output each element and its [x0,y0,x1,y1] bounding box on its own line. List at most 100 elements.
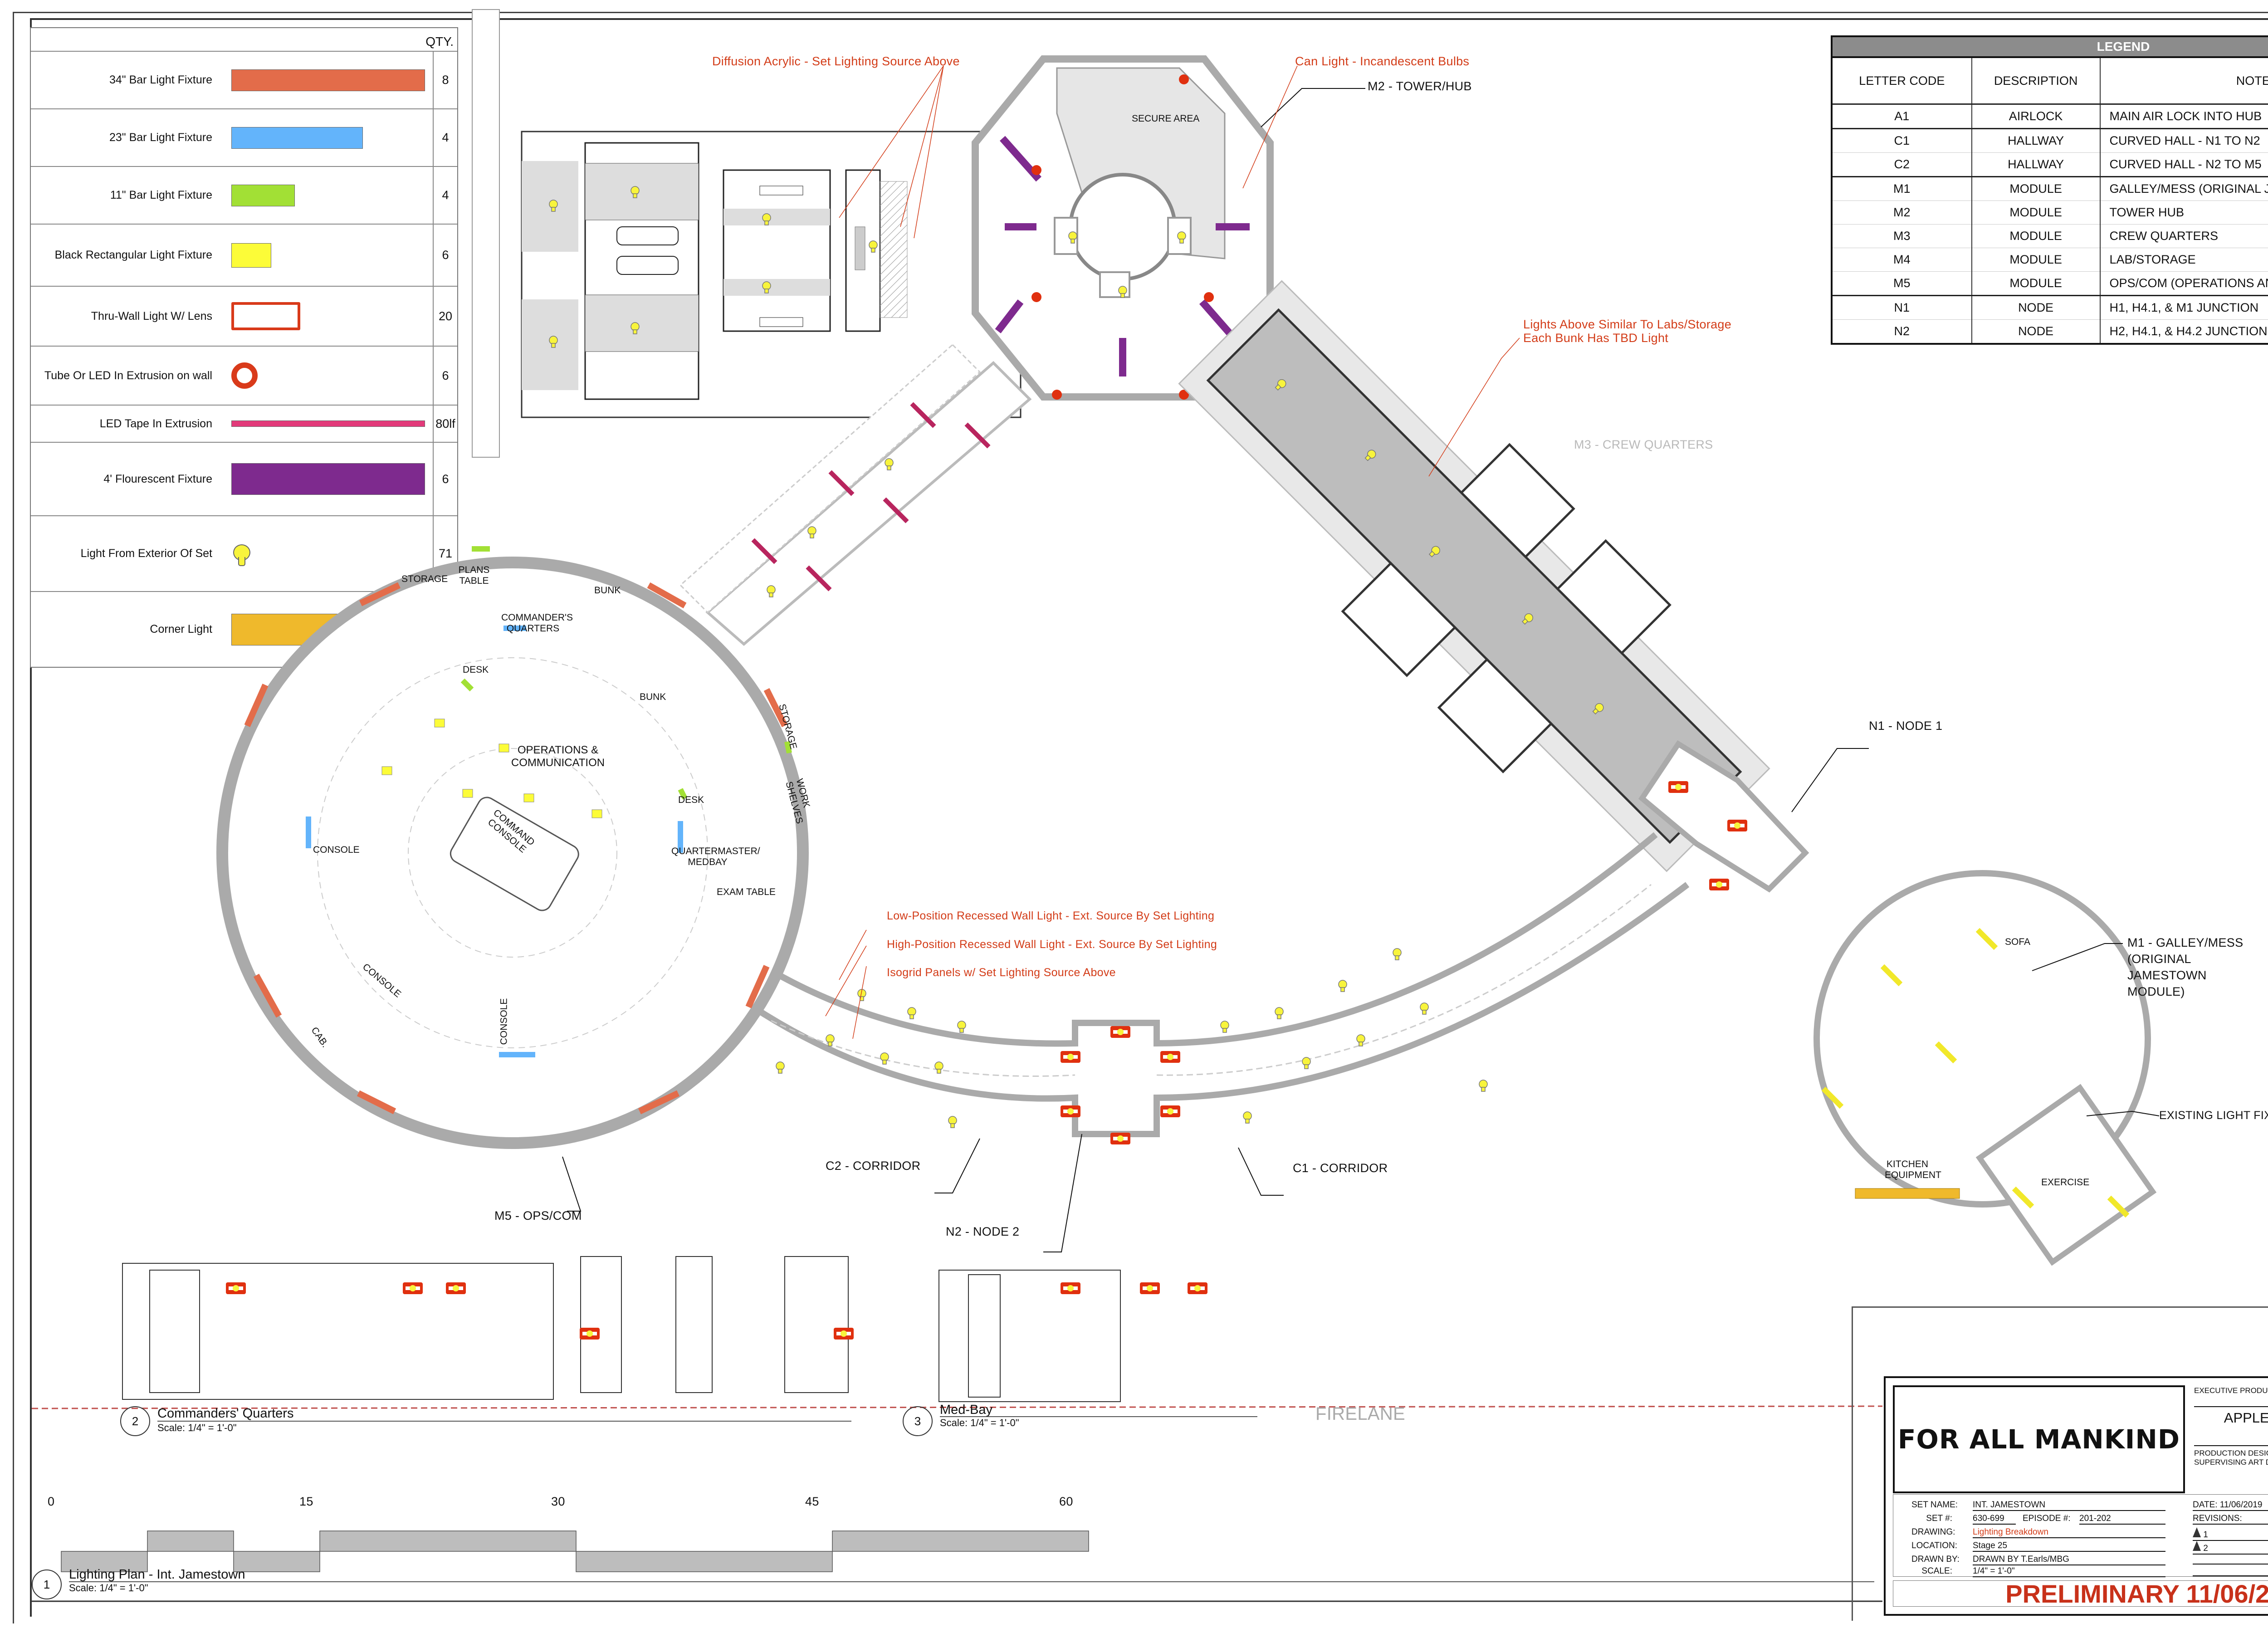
fixture-bar-icon [231,184,295,206]
label-m2-tower-hub: M2 - TOWER/HUB [1368,79,1472,93]
fixture-qty: 8 [433,52,457,108]
fixture-qty: 6 [433,225,457,286]
fixture-swatch [231,362,433,389]
detail-panel [472,9,500,458]
fixture-qty: 4 [433,109,457,166]
revision-number: 2 [2203,1544,2208,1553]
episode-value: 201-202 [2079,1514,2165,1525]
location-value: Stage 25 [1973,1541,2165,1552]
drawn-by-label: DRAWN BY: [1911,1555,1960,1564]
callout-crew-lights: Lights Above Similar To Labs/Storage Eac… [1523,318,1731,345]
title-block-fields: SET NAME: INT. JAMESTOWN SET #: 630-699 … [1893,1494,2268,1577]
legend-col-notes: NOTES [2099,57,2268,105]
label-m1-line1: M1 - GALLEY/MESS [2127,936,2244,949]
room-console-3: CONSOLE [499,998,509,1045]
exec-label: EXECUTIVE PRODUCERS: [2194,1386,2268,1395]
label-c1-corridor: C1 - CORRIDOR [1293,1161,1388,1175]
tower-hub-m2 [972,55,1274,401]
legend-cell-code: C2 [1832,152,1972,177]
label-n2-node: N2 - NODE 2 [946,1225,1020,1238]
fixture-label: Tube Or LED In Extrusion on wall [44,369,212,382]
callout-isogrid: Isogrid Panels w/ Set Lighting Source Ab… [887,966,1116,979]
room-exercise: EXERCISE [2041,1177,2090,1188]
sheet-border [30,18,2268,1617]
legend-cell-notes: LAB/STORAGE [2099,248,2268,272]
legend-cell-desc: AIRLOCK [1971,103,2100,129]
revision-number: 1 [2203,1530,2208,1540]
drawn-by-value: DRAWN BY T.Earls/MBG [1973,1555,2165,1565]
fixture-swatch [231,463,433,495]
set-num-label: SET #: [1926,1514,1952,1523]
view-number-badge: 3 [903,1406,933,1436]
legend-cell-code: M5 [1832,271,1972,296]
callout-crew-lights-line2: Each Bunk Has TBD Light [1523,331,1669,345]
legend-cell-notes: MAIN AIR LOCK INTO HUB [2099,103,2268,129]
fixture-swatch [231,541,433,567]
room-desk-2: DESK [678,795,704,805]
leader-lines [562,88,2160,1252]
fixture-swatch [231,127,433,149]
fixture-label: 4' Flourescent Fixture [103,472,212,485]
fixture-bar-icon [231,243,271,268]
legend-cell-notes: H1, H4.1, & M1 JUNCTION [2099,295,2268,320]
location-label: LOCATION: [1911,1541,1957,1550]
scale-label: SCALE: [1921,1566,1952,1576]
room-operations-communication: OPERATIONS & COMMUNICATION [511,744,605,769]
revision-triangle-icon [2193,1527,2201,1537]
drawing-label: DRAWING: [1911,1527,1955,1537]
room-exam-table: EXAM TABLE [717,887,776,897]
room-secure-area: SECURE AREA [1132,113,1200,124]
credits: EXECUTIVE PRODUCERS:RONALD D. MOORE / MA… [2194,1386,2268,1467]
fixture-qty: 4 [433,167,457,224]
fixture-bar-icon [231,69,425,91]
label-firelane: FIRELANE [1315,1404,1406,1424]
legend-cell-code: M4 [1832,248,1972,272]
label-m1-line3: JAMESTOWN [2127,968,2207,982]
legend-col-description: DESCRIPTION [1971,57,2100,105]
view-rule [69,1581,1874,1582]
curved-corridor [751,832,1690,1144]
room-desk-1: DESK [463,665,489,675]
label-n1-node: N1 - NODE 1 [1869,719,1943,733]
fixture-swatch [231,420,433,427]
room-commanders-quarters: COMMANDER'S QUARTERS [501,612,573,634]
pd-label: PRODUCTION DESIGNER: [2194,1449,2268,1457]
fixture-label: 34" Bar Light Fixture [109,73,212,86]
fixture-label: Corner Light [150,623,212,636]
scale-tick-15: 15 [299,1495,313,1508]
room-storage: STORAGE [401,574,448,584]
preliminary-stamp: PRELIMINARY 11/06/2019 [1893,1579,2268,1608]
scale-tick-30: 30 [551,1495,565,1508]
revision-2: 2 [2193,1541,2268,1555]
room-bunk-2: BUNK [640,692,666,702]
legend-cell-code: N1 [1832,295,1972,320]
red-leader-lines [825,65,1520,1039]
fixture-key-row: 34" Bar Light Fixture 8 [31,51,457,108]
scale-value: 1/4" = 1'-0" [1973,1566,2165,1577]
legend-cell-desc: NODE [1971,295,2100,320]
legend-cell-desc: MODULE [1971,271,2100,296]
callout-diffusion-acrylic: Diffusion Acrylic - Set Lighting Source … [712,54,960,68]
label-m1-line4: MODULE) [2127,985,2185,998]
legend-cell-desc: NODE [1971,319,2100,344]
fixture-qty: 71 [433,516,457,591]
show-logo: FOR ALL MANKIND [1893,1385,2185,1493]
legend-cell-code: M3 [1832,224,1972,248]
view-number-badge: 1 [32,1569,62,1599]
label-m5-ops-com: M5 - OPS/COM [494,1209,582,1222]
view-scale: Scale: 1/4" = 1'-0" [69,1582,148,1594]
callout-crew-lights-line1: Lights Above Similar To Labs/Storage [1523,318,1732,331]
callout-can-light: Can Light - Incandescent Bulbs [1295,54,1470,68]
